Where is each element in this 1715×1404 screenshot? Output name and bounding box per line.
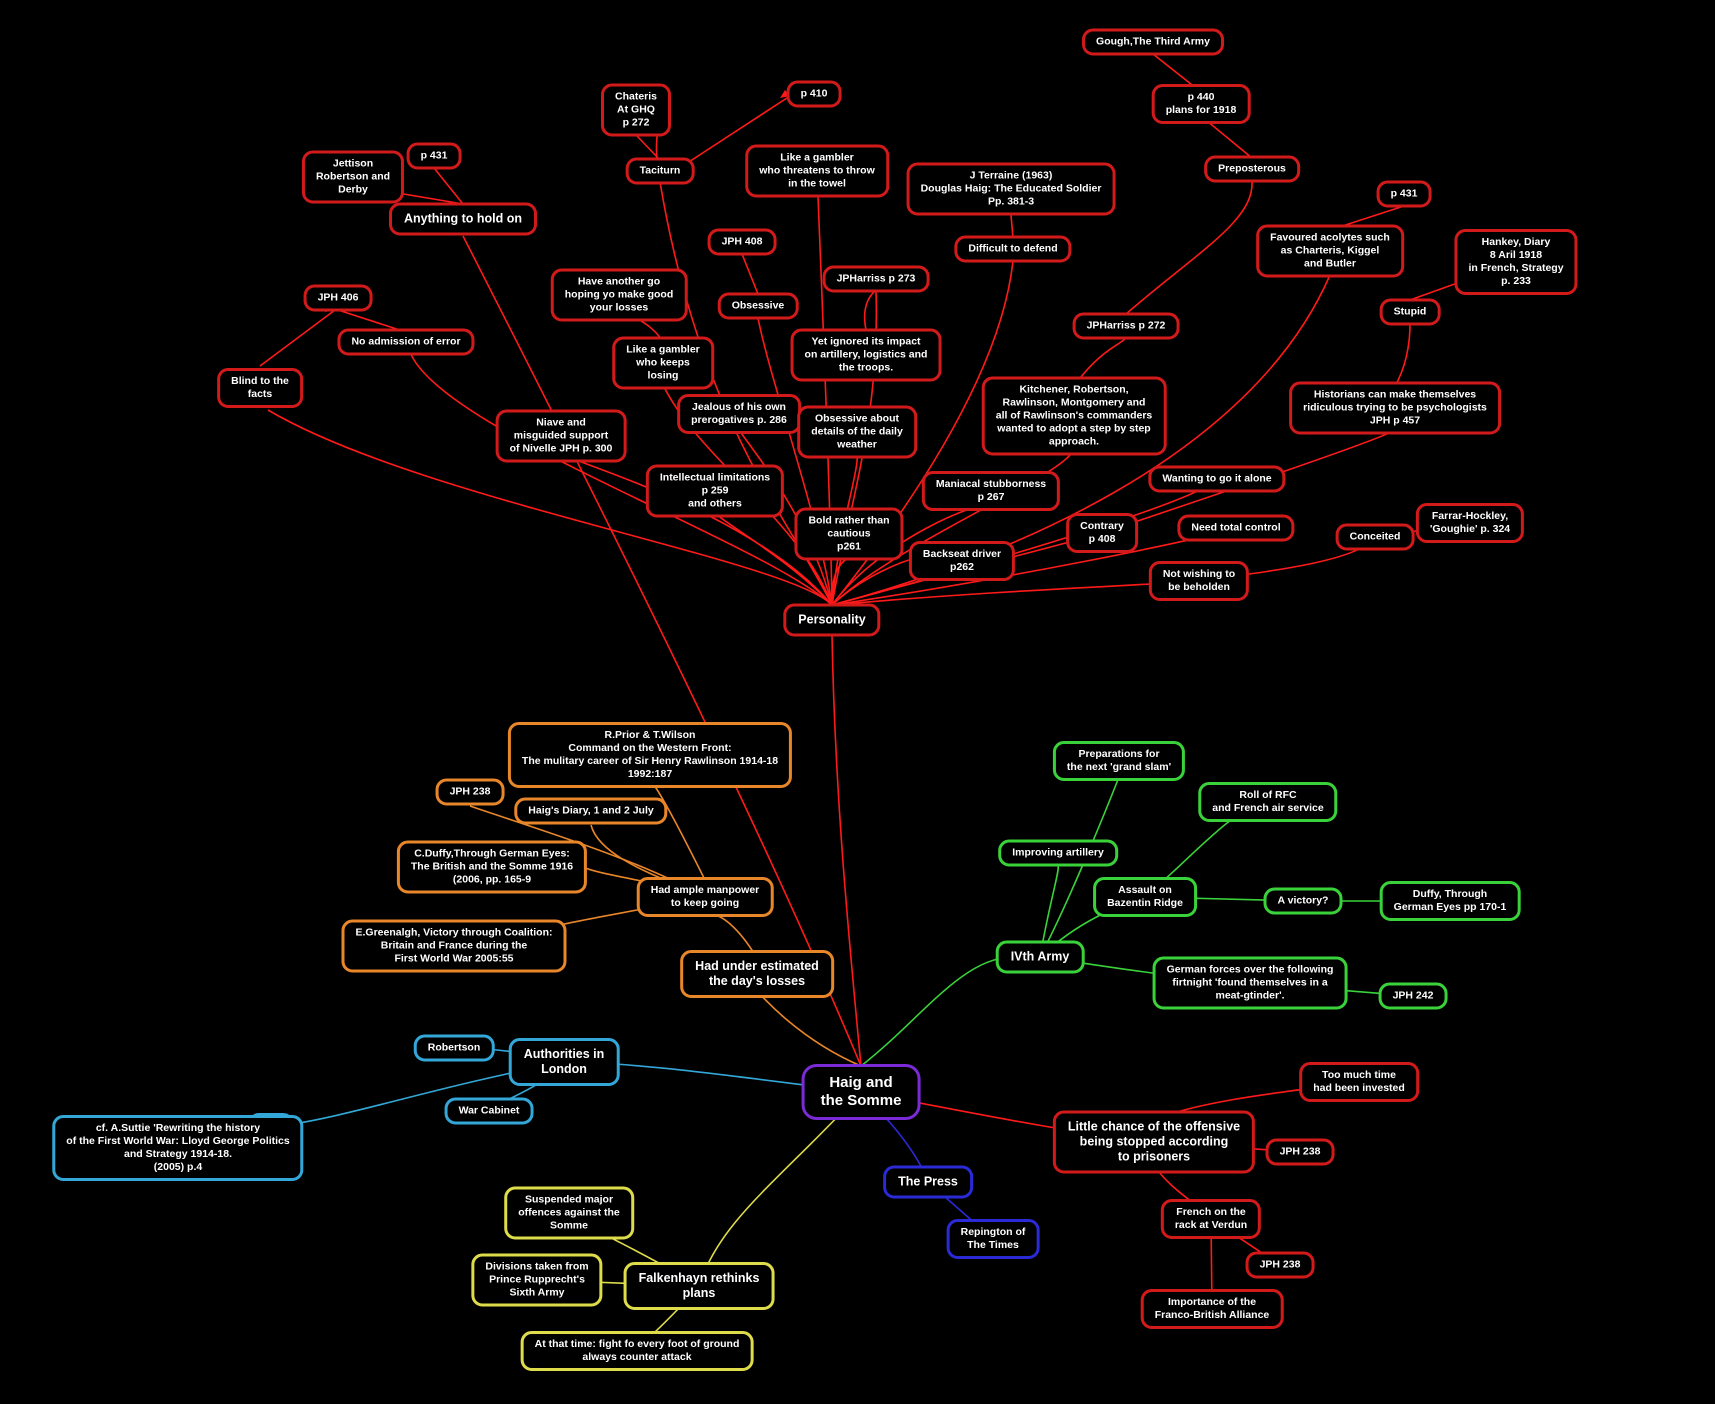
suspended-offences-node[interactable]: Suspended major offences against the Som… xyxy=(504,1186,634,1240)
chateris-node[interactable]: Chateris At GHQ p 272 xyxy=(600,83,672,137)
jealous-node[interactable]: Jealous of his own prerogatives p. 286 xyxy=(677,394,801,434)
gambler-towel-node[interactable]: Like a gambler who threatens to throw in… xyxy=(745,144,889,198)
farrar-node[interactable]: Farrar-Hockley, 'Goughie' p. 324 xyxy=(1415,503,1525,543)
connector-line-31 xyxy=(1010,214,1014,239)
connector-line-36 xyxy=(674,95,791,172)
connector-line-9 xyxy=(831,451,859,606)
ample-manpower-node[interactable]: Had ample manpower to keep going xyxy=(636,877,774,917)
connector-line-2 xyxy=(409,351,833,606)
obsessive-details-node[interactable]: Obsessive about details of the daily wea… xyxy=(797,405,917,459)
connector-line-6 xyxy=(757,317,833,606)
gambler-losing-node[interactable]: Like a gambler who keeps losing xyxy=(612,336,714,390)
repington-node[interactable]: Repington of The Times xyxy=(946,1219,1040,1259)
taciturn-node[interactable]: Taciturn xyxy=(625,157,695,185)
connector-line-39 xyxy=(433,167,464,205)
hankey-node[interactable]: Hankey, Diary 8 Aril 1918 in French, Str… xyxy=(1454,229,1578,295)
personality-node[interactable]: Personality xyxy=(783,603,881,637)
conceited-node[interactable]: Conceited xyxy=(1335,523,1415,551)
connector-line-41 xyxy=(831,634,862,1067)
roll-rfc-node[interactable]: Roll of RFC and French air service xyxy=(1198,782,1338,822)
backseat-node[interactable]: Backseat driver p262 xyxy=(908,541,1016,581)
wanting-alone-node[interactable]: Wanting to go it alone xyxy=(1148,465,1286,493)
need-control-node[interactable]: Need total control xyxy=(1177,514,1295,542)
connector-line-35 xyxy=(635,134,661,161)
p440-node[interactable]: p 440 plans for 1918 xyxy=(1151,84,1251,124)
have-another-go-node[interactable]: Have another go hoping yo make good your… xyxy=(550,268,688,322)
central-topic-node[interactable]: Haig and the Somme xyxy=(801,1064,921,1120)
falkenhayn-node[interactable]: Falkenhayn rethinks plans xyxy=(623,1262,775,1310)
jph408-node[interactable]: JPH 408 xyxy=(707,228,777,256)
niave-node[interactable]: Niave and misguided support of Nivelle J… xyxy=(495,409,627,463)
victory-node[interactable]: A victory? xyxy=(1263,887,1343,915)
robertson-node[interactable]: Robertson xyxy=(413,1034,495,1062)
p431-b-node[interactable]: p 431 xyxy=(1376,180,1432,208)
german-forces-node[interactable]: German forces over the following firtnig… xyxy=(1152,956,1348,1010)
not-wishing-node[interactable]: Not wishing to be beholden xyxy=(1148,561,1250,601)
jph242-node[interactable]: JPH 242 xyxy=(1378,982,1448,1010)
jph238-red2-node[interactable]: JPH 238 xyxy=(1245,1251,1315,1279)
preparations-node[interactable]: Preparations for the next 'grand slam' xyxy=(1052,741,1186,781)
jph238-orange-node[interactable]: JPH 238 xyxy=(435,778,505,806)
maniacal-node[interactable]: Maniacal stubborness p 267 xyxy=(921,471,1061,511)
ignored-impact-node[interactable]: Yet ignored its impact on artillery, log… xyxy=(790,328,942,382)
connector-line-17 xyxy=(831,580,1200,606)
connector-line-0 xyxy=(267,409,833,606)
stupid-node[interactable]: Stupid xyxy=(1379,298,1441,326)
prior-wilson-node[interactable]: R.Prior & T.Wilson Command on the Wester… xyxy=(507,722,793,788)
divisions-node[interactable]: Divisions taken from Prince Rupprecht's … xyxy=(471,1253,603,1307)
war-cabinet-node[interactable]: War Cabinet xyxy=(444,1097,534,1125)
connector-line-52 xyxy=(1039,776,1120,958)
connector-line-32 xyxy=(863,290,877,331)
connector-line-38 xyxy=(259,309,336,367)
jph238-red1-node[interactable]: JPH 238 xyxy=(1265,1138,1335,1166)
p431-node[interactable]: p 431 xyxy=(406,142,462,170)
no-admission-node[interactable]: No admission of error xyxy=(337,328,475,356)
little-chance-node[interactable]: Little chance of the offensive being sto… xyxy=(1052,1110,1256,1174)
p410-node[interactable]: p 410 xyxy=(786,80,842,108)
french-verdun-node[interactable]: French on the rack at Verdun xyxy=(1160,1199,1262,1239)
duffy-orange-node[interactable]: C.Duffy,Through German Eyes: The British… xyxy=(396,840,588,894)
greenalgh-node[interactable]: E.Greenalgh, Victory through Coalition: … xyxy=(341,919,567,973)
connector-line-5 xyxy=(738,429,833,606)
connector-line-28 xyxy=(1125,179,1253,315)
obsessive-node[interactable]: Obsessive xyxy=(717,292,799,320)
at-that-time-node[interactable]: At that time: fight fo every foot of gro… xyxy=(520,1331,754,1371)
preposterous-node[interactable]: Preposterous xyxy=(1204,155,1300,183)
connector-line-71 xyxy=(698,1091,862,1287)
jph406-node[interactable]: JPH 406 xyxy=(303,284,373,312)
connector-line-34 xyxy=(741,253,759,295)
too-much-time-node[interactable]: Too much time had been invested xyxy=(1299,1062,1419,1102)
connector-line-14 xyxy=(831,260,1014,606)
connector-line-37 xyxy=(337,309,407,333)
authorities-london-node[interactable]: Authorities in London xyxy=(508,1038,620,1086)
duffy-green-node[interactable]: Duffy, Through German Eyes pp 170-1 xyxy=(1379,881,1521,921)
haig-diary-node[interactable]: Haig's Diary, 1 and 2 July xyxy=(514,797,668,825)
blind-to-facts-node[interactable]: Blind to the facts xyxy=(217,368,303,408)
historians-node[interactable]: Historians can make themselves ridiculou… xyxy=(1289,381,1501,435)
kitchener-node[interactable]: Kitchener, Robertson, Rawlinson, Montgom… xyxy=(981,376,1167,456)
jpharriss273-node[interactable]: JPHarriss p 273 xyxy=(822,265,930,293)
difficult-to-defend-node[interactable]: Difficult to defend xyxy=(954,235,1072,263)
jettison-node[interactable]: Jettison Robertson and Derby xyxy=(301,150,405,204)
the-press-node[interactable]: The Press xyxy=(883,1165,973,1199)
connector-line-18 xyxy=(831,274,1331,606)
improving-artillery-node[interactable]: Improving artillery xyxy=(998,839,1118,867)
importance-alliance-node[interactable]: Importance of the Franco-British Allianc… xyxy=(1140,1289,1284,1329)
underestimated-losses-node[interactable]: Had under estimated the day's losses xyxy=(680,950,834,998)
connector-line-45 xyxy=(649,779,706,881)
contrary-node[interactable]: Contrary p 408 xyxy=(1066,513,1138,553)
connector-line-24 xyxy=(1394,323,1411,387)
terraine-node[interactable]: J Terraine (1963) Douglas Haig: The Educ… xyxy=(906,162,1116,216)
jpharriss272-node[interactable]: JPHarriss p 272 xyxy=(1072,312,1180,340)
bazentin-node[interactable]: Assault on Bazentin Ridge xyxy=(1093,877,1197,917)
anything-to-hold-on-node[interactable]: Anything to hold on xyxy=(388,202,538,236)
intellectual-node[interactable]: Intellectual limitations p 259 and other… xyxy=(645,464,785,518)
connector-line-50 xyxy=(860,956,1011,1067)
ivth-army-node[interactable]: IVth Army xyxy=(995,940,1085,974)
bold-node[interactable]: Bold rather than cautious p261 xyxy=(794,507,904,561)
favoured-acolytes-node[interactable]: Favoured acolytes such as Charteris, Kig… xyxy=(1256,224,1404,278)
suttie-node[interactable]: cf. A.Suttie 'Rewriting the history of t… xyxy=(52,1115,304,1181)
gough-node[interactable]: Gough,The Third Army xyxy=(1082,28,1224,56)
